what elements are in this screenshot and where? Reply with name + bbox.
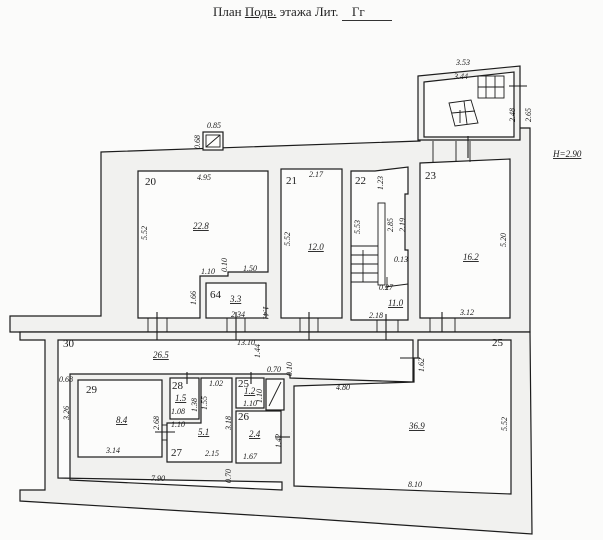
svg-text:0.10: 0.10: [285, 362, 294, 376]
room-20: [137, 170, 269, 319]
room-number-20: 20: [145, 176, 157, 188]
svg-text:1.02: 1.02: [209, 379, 223, 388]
svg-text:2.34: 2.34: [231, 310, 245, 319]
svg-text:1.23: 1.23: [376, 176, 385, 190]
svg-text:5.20: 5.20: [499, 233, 508, 247]
title-prefix: План: [213, 4, 242, 19]
svg-text:2.68: 2.68: [152, 416, 161, 430]
area-21: 12.0: [308, 242, 324, 252]
svg-text:1.66: 1.66: [189, 291, 198, 305]
svg-text:13.10: 13.10: [237, 338, 255, 347]
title-litera: Гг: [341, 4, 392, 21]
svg-text:2.48: 2.48: [508, 108, 517, 122]
plan-title: План Подв. этажа Лит. Гг: [213, 4, 392, 21]
area-25-small: 1.2: [244, 386, 256, 396]
room-30: [57, 339, 414, 491]
area-26: 2.4: [249, 429, 261, 439]
svg-text:2.65: 2.65: [524, 108, 533, 122]
svg-text:3.12: 3.12: [459, 308, 474, 317]
svg-text:0.13: 0.13: [394, 255, 408, 264]
svg-text:1.10: 1.10: [171, 420, 185, 429]
svg-text:0.68: 0.68: [59, 375, 73, 384]
room-25-main: [293, 339, 512, 495]
room-number-25: 25: [492, 337, 504, 349]
area-22: 11.0: [388, 298, 404, 308]
svg-text:2.85: 2.85: [386, 218, 395, 232]
title-floor: Подв.: [244, 4, 277, 19]
svg-text:7.90: 7.90: [151, 474, 165, 483]
area-30: 26.5: [153, 350, 169, 360]
shaft-icon: [268, 381, 282, 407]
svg-text:4.80: 4.80: [336, 383, 350, 392]
room-number-64: 64: [210, 289, 222, 301]
hatch-icon: [448, 99, 479, 127]
room-number-22: 22: [355, 175, 366, 187]
svg-text:1.44: 1.44: [253, 344, 262, 358]
room-21: [280, 168, 343, 319]
svg-text:0.70: 0.70: [267, 365, 281, 374]
svg-text:2.19: 2.19: [398, 218, 407, 232]
dimensions: 3.53 3.44 2.48 2.65 0.85 0.68 4.95 5.52 …: [59, 58, 533, 489]
room-26: [235, 410, 290, 464]
area-29: 8.4: [116, 415, 128, 425]
room-25-small: [235, 377, 285, 411]
room-23: [419, 158, 511, 319]
svg-text:5.52: 5.52: [500, 417, 509, 431]
svg-text:1.62: 1.62: [417, 358, 426, 372]
area-28: 1.5: [175, 393, 187, 403]
room-number-25-small: 25: [238, 378, 250, 390]
room-27: [166, 377, 233, 463]
room-number-29: 29: [86, 384, 98, 396]
svg-text:1.55: 1.55: [200, 396, 209, 410]
svg-text:0.27: 0.27: [379, 283, 394, 292]
svg-text:1.50: 1.50: [243, 264, 257, 273]
svg-text:3.14: 3.14: [105, 446, 120, 455]
svg-text:3.44: 3.44: [453, 72, 468, 81]
svg-text:0.85: 0.85: [207, 121, 221, 130]
svg-text:1.08: 1.08: [171, 407, 185, 416]
svg-text:5.53: 5.53: [353, 220, 362, 234]
svg-text:1.67: 1.67: [243, 452, 258, 461]
room-number-23: 23: [425, 170, 437, 182]
svg-text:3.18: 3.18: [224, 416, 233, 431]
svg-text:0.70: 0.70: [224, 469, 233, 483]
svg-text:1.10: 1.10: [255, 389, 264, 403]
room-areas: 22.8 3.3 12.0 11.0 16.2 26.5 8.4 1.5 5.1…: [116, 221, 479, 439]
area-64: 3.3: [229, 294, 242, 304]
door-marks-lower: [155, 372, 252, 441]
room-number-21: 21: [286, 175, 297, 187]
room-29: [77, 379, 163, 458]
room-number-27: 27: [171, 447, 183, 459]
vent-icon: [205, 134, 221, 148]
room-numbers: 20 64 21 22 23 30 29 28 27 25 26 25: [63, 170, 504, 459]
room-number-26: 26: [238, 411, 250, 423]
svg-text:2.17: 2.17: [309, 170, 324, 179]
svg-text:2.18: 2.18: [369, 311, 383, 320]
svg-text:1.10: 1.10: [243, 399, 257, 408]
room-22: [350, 166, 409, 321]
svg-text:0.10: 0.10: [220, 258, 229, 272]
title-middle: этажа Лит.: [279, 4, 339, 19]
ceiling-height-label: Н=2.90: [552, 149, 582, 159]
svg-text:5.52: 5.52: [140, 226, 149, 240]
svg-text:1.42: 1.42: [274, 434, 283, 448]
area-23: 16.2: [463, 252, 479, 262]
svg-text:3.53: 3.53: [455, 58, 470, 67]
svg-text:4.95: 4.95: [197, 173, 211, 182]
svg-text:5.52: 5.52: [283, 232, 292, 246]
annex: [423, 71, 527, 158]
area-20: 22.8: [193, 221, 209, 231]
svg-text:1.38: 1.38: [190, 398, 199, 412]
room-number-30: 30: [63, 338, 75, 350]
svg-text:1.41: 1.41: [261, 306, 270, 320]
svg-text:2.15: 2.15: [205, 449, 219, 458]
svg-text:1.10: 1.10: [201, 267, 215, 276]
area-25: 36.9: [408, 421, 425, 431]
svg-text:3.26: 3.26: [62, 406, 71, 421]
area-27: 5.1: [198, 427, 209, 437]
svg-text:8.10: 8.10: [408, 480, 422, 489]
room-number-28: 28: [172, 380, 184, 392]
svg-text:0.68: 0.68: [193, 135, 202, 149]
room-28: [169, 377, 200, 420]
